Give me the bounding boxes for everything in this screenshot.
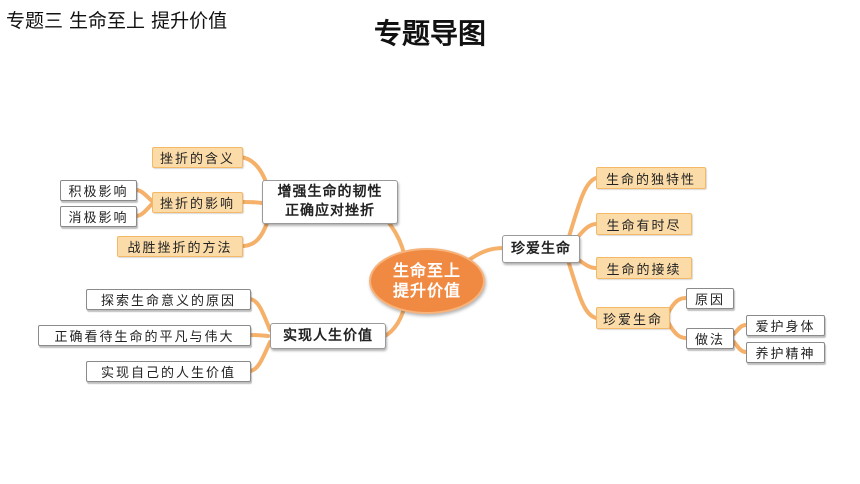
leaf-setback-meaning: 挫折的含义: [152, 147, 243, 168]
branch-resilience: 增强生命的韧性 正确应对挫折: [262, 180, 398, 224]
link-influence-negative: [134, 202, 154, 218]
leaf-nurture-spirit: 养护精神: [746, 342, 825, 363]
leaf-value-1: 探索生命意义的原因: [86, 289, 251, 310]
link-resilience-influence: [242, 200, 264, 205]
link-practice-item-2: [732, 340, 748, 354]
center-node: 生命至上 提升价值: [369, 248, 485, 314]
link-cherish-sub: [566, 258, 598, 320]
leaf-setback-method: 战胜挫折的方法: [117, 236, 243, 257]
link-value-item-1: [248, 297, 272, 332]
leaf-reason: 原因: [686, 288, 734, 309]
link-sub-reason: [666, 296, 688, 315]
leaf-negative-influence: 消极影响: [60, 206, 137, 227]
leaf-life-finite: 生命有时尽: [596, 213, 692, 235]
leaf-value-2: 正确看待生命的平凡与伟大: [38, 325, 251, 346]
leaf-positive-influence: 积极影响: [60, 180, 137, 201]
link-cherish-item-1: [566, 176, 598, 242]
link-value-item-2: [248, 333, 270, 338]
link-practice-item-1: [732, 323, 748, 336]
link-resilience-method: [242, 218, 270, 248]
leaf-practice: 做法: [686, 328, 734, 349]
branch-life-value: 实现人生价值: [270, 323, 386, 349]
branch-resilience-line-1: 增强生命的韧性: [277, 184, 383, 200]
leaf-care-body: 爱护身体: [746, 315, 825, 336]
leaf-cherish-life-sub: 珍爱生命: [596, 307, 670, 329]
link-influence-positive: [134, 188, 154, 203]
leaf-value-3: 实现自己的人生价值: [86, 361, 251, 382]
main-title: 专题导图: [373, 17, 486, 50]
center-line-2: 提升价值: [392, 281, 461, 300]
link-value-item-3: [248, 340, 272, 373]
leaf-life-continuation: 生命的接续: [596, 257, 692, 279]
center-line-1: 生命至上: [392, 261, 461, 280]
branch-resilience-line-2: 正确应对挫折: [285, 203, 375, 219]
link-sub-practice: [666, 320, 688, 340]
branch-cherish-life: 珍爱生命: [502, 235, 580, 263]
leaf-setback-influence: 挫折的影响: [152, 192, 243, 213]
header-title: 专题三 生命至上 提升价值: [6, 10, 228, 32]
leaf-life-uniqueness: 生命的独特性: [596, 167, 706, 189]
